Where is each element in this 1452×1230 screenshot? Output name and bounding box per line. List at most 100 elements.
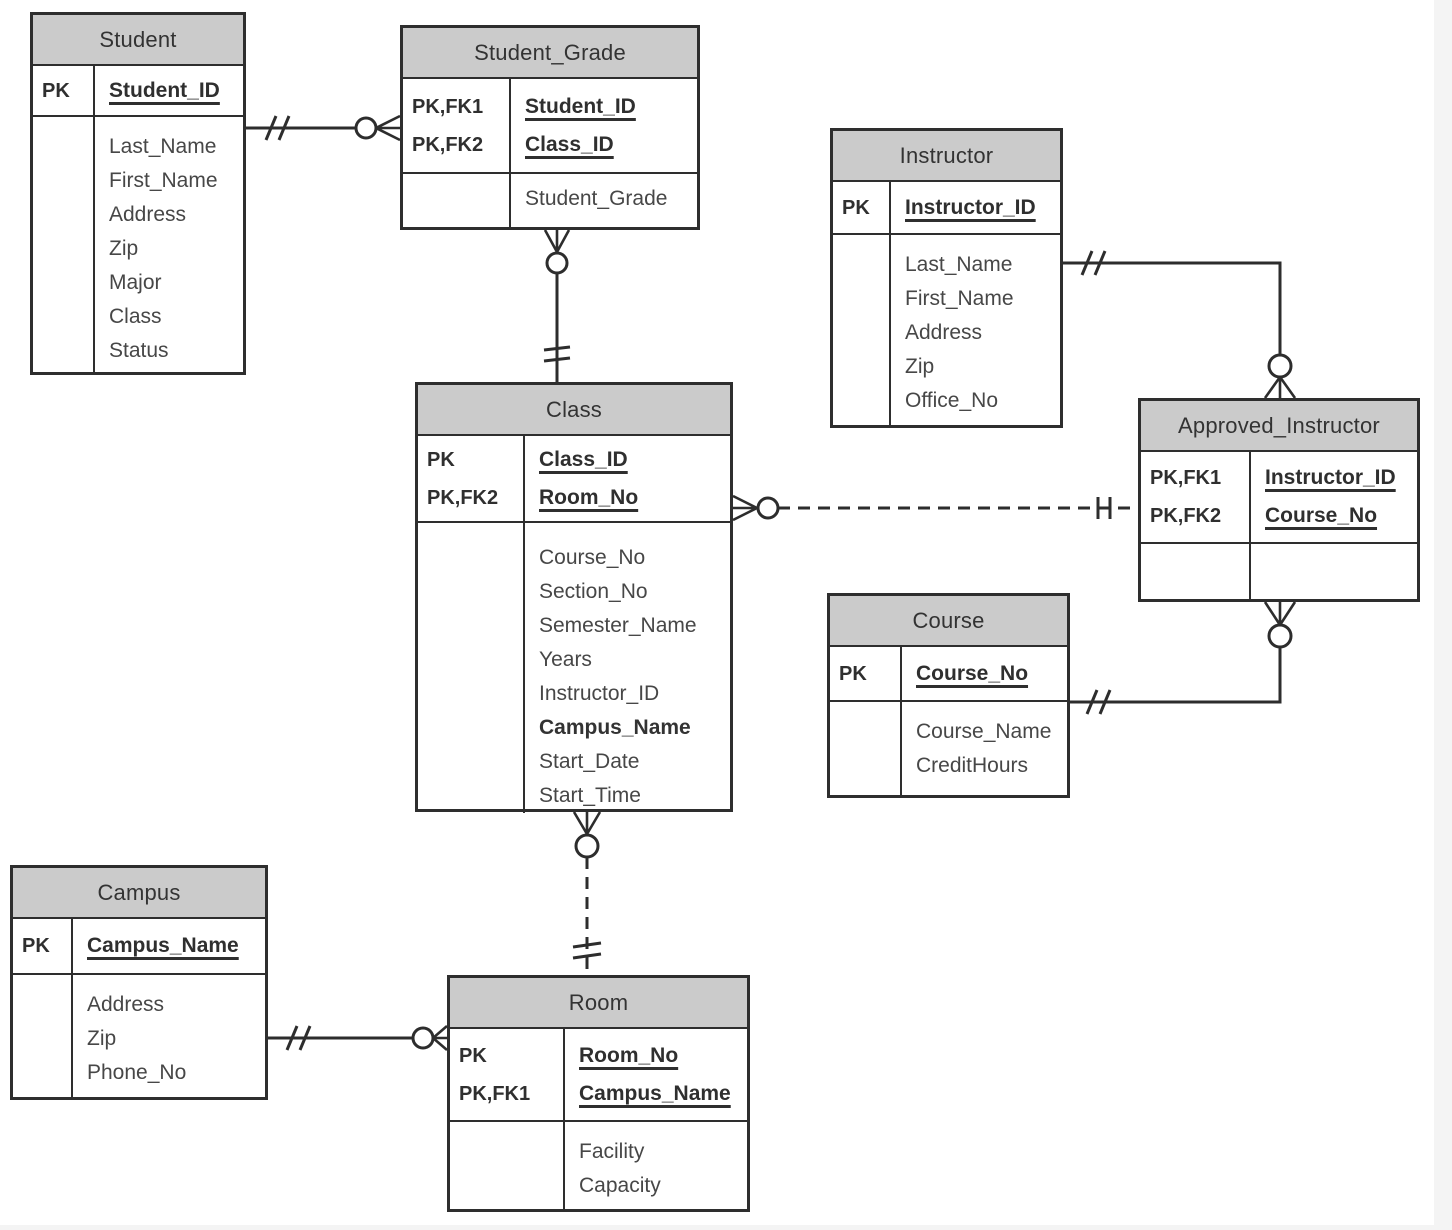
- key-label: PK,FK1: [459, 1082, 531, 1105]
- key-column-spacer: [418, 523, 525, 813]
- key-name-cell: Student_ID Class_ID: [511, 79, 697, 174]
- attribute-list: Last_Name First_Name Address Zip Major C…: [95, 117, 243, 372]
- attribute: Instructor_ID: [539, 682, 660, 705]
- key-name: Student_ID: [109, 78, 220, 102]
- crow-foot-icon: [375, 114, 401, 142]
- entity-room: Room PK PK,FK1 Room_No Campus_Name Facil…: [447, 975, 750, 1212]
- attribute: Address: [87, 993, 165, 1016]
- entity-title: Class: [418, 385, 730, 436]
- entity-campus: Campus PK Campus_Name Address Zip Phone_…: [10, 865, 268, 1100]
- attribute: CreditHours: [916, 754, 1029, 777]
- attribute: Section_No: [539, 580, 648, 603]
- relationship-line: [1063, 261, 1282, 355]
- attribute-list: Facility Capacity: [565, 1122, 747, 1209]
- entity-student: Student PK Student_ID Last_Name First_Na…: [30, 12, 246, 375]
- key-column-spacer: [403, 174, 511, 227]
- key-column-spacer: [450, 1122, 565, 1209]
- key-name-cell: Instructor_ID Course_No: [1251, 452, 1417, 544]
- attribute: Student_Grade: [525, 187, 668, 210]
- attribute-list: Course_No Section_No Semester_Name Years…: [525, 523, 730, 813]
- attribute: Campus_Name: [539, 716, 691, 739]
- key-label: PK,FK2: [1150, 505, 1222, 527]
- attribute-list: Student_Grade: [511, 174, 697, 227]
- key-name-cell: Course_No: [902, 647, 1067, 702]
- key-label-cell: PK PK,FK1: [450, 1029, 565, 1122]
- attribute: Years: [539, 648, 592, 671]
- attribute: Class: [109, 305, 162, 328]
- attribute: Status: [109, 339, 169, 362]
- key-name-cell: Class_ID Room_No: [525, 436, 730, 523]
- key-column-spacer: [33, 117, 95, 372]
- entity-title: Instructor: [833, 131, 1060, 182]
- zero-circle-icon: [354, 116, 378, 140]
- attribute: Start_Date: [539, 750, 640, 773]
- entity-title: Student: [33, 15, 243, 66]
- key-name: Room_No: [579, 1043, 679, 1067]
- crow-foot-icon: [1263, 601, 1297, 626]
- attribute: First_Name: [109, 169, 218, 192]
- one-one-bars-icon: [1096, 497, 1112, 519]
- key-name: Class_ID: [525, 132, 614, 156]
- key-column-spacer: [830, 702, 902, 795]
- attribute: Course_Name: [916, 720, 1052, 743]
- attribute: Last_Name: [905, 253, 1013, 276]
- attribute: Phone_No: [87, 1061, 187, 1084]
- zero-circle-icon: [574, 833, 600, 859]
- entity-title: Course: [830, 596, 1067, 647]
- relationship-line: [1070, 647, 1282, 704]
- key-label: PK: [459, 1044, 487, 1067]
- attribute-list: Course_Name CreditHours: [902, 702, 1067, 795]
- attribute: Start_Time: [539, 784, 641, 807]
- one-one-bars-icon: [264, 115, 291, 141]
- rel-campus-room: [268, 1025, 448, 1051]
- entity-title: Room: [450, 978, 747, 1029]
- attribute: Semester_Name: [539, 614, 697, 637]
- key-name: Instructor_ID: [1265, 466, 1396, 489]
- key-label-cell: PK: [830, 647, 902, 702]
- key-label: PK: [42, 79, 70, 102]
- attribute: Major: [109, 271, 162, 294]
- one-one-bars-icon: [1085, 689, 1112, 715]
- attribute: Zip: [109, 237, 139, 260]
- crow-foot-icon: [432, 1025, 448, 1051]
- key-column-spacer: [1141, 544, 1251, 599]
- key-label: PK: [427, 448, 455, 471]
- rel-class-approved-instructor: [732, 494, 1138, 522]
- entity-course: Course PK Course_No Course_Name CreditHo…: [827, 593, 1070, 798]
- key-name-cell: Student_ID: [95, 66, 243, 117]
- rel-course-approved-instructor: [1070, 601, 1297, 715]
- zero-circle-icon: [1267, 353, 1293, 379]
- one-one-bars-icon: [285, 1025, 312, 1051]
- one-one-bars-icon: [543, 345, 571, 363]
- rel-student-grade-class: [543, 229, 571, 382]
- key-label: PK,FK1: [1150, 467, 1222, 489]
- attribute: Last_Name: [109, 135, 217, 158]
- key-label-cell: PK,FK1 PK,FK2: [403, 79, 511, 174]
- key-name: Campus_Name: [579, 1081, 731, 1105]
- key-label-cell: PK: [13, 919, 73, 975]
- key-label: PK: [22, 935, 50, 957]
- key-name: Campus_Name: [87, 934, 239, 957]
- attribute: Address: [905, 321, 983, 344]
- zero-circle-icon: [545, 251, 569, 275]
- entity-approved-instructor: Approved_Instructor PK,FK1 PK,FK2 Instru…: [1138, 398, 1420, 602]
- attribute: Office_No: [905, 389, 998, 412]
- one-one-bars-icon: [572, 941, 602, 960]
- key-name: Course_No: [1265, 504, 1378, 527]
- key-name: Course_No: [916, 661, 1029, 685]
- key-name-cell: Campus_Name: [73, 919, 265, 975]
- entity-student-grade: Student_Grade PK,FK1 PK,FK2 Student_ID C…: [400, 25, 700, 230]
- rel-student-student-grade: [246, 114, 401, 142]
- zero-circle-icon: [1267, 623, 1293, 649]
- attribute: First_Name: [905, 287, 1014, 310]
- attribute: Zip: [87, 1027, 117, 1050]
- attribute-list: Address Zip Phone_No: [73, 975, 265, 1097]
- entity-title: Approved_Instructor: [1141, 401, 1417, 452]
- entity-title: Student_Grade: [403, 28, 697, 79]
- one-one-bars-icon: [1080, 250, 1107, 276]
- key-label: PK: [842, 196, 870, 219]
- key-name-cell: Instructor_ID: [891, 182, 1060, 235]
- attribute: Course_No: [539, 546, 646, 569]
- attribute: Address: [109, 203, 187, 226]
- crow-foot-icon: [543, 229, 571, 253]
